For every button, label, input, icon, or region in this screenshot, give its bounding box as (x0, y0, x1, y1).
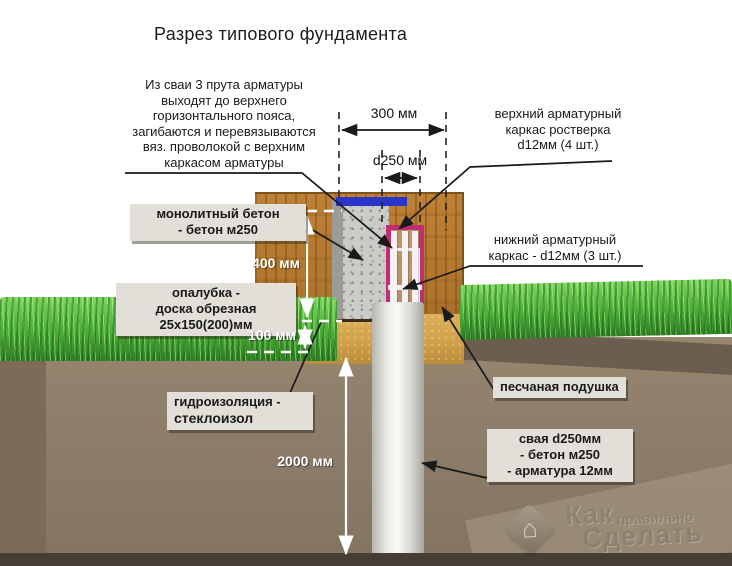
waterproofing-label: гидроизоляция - стеклоизол (167, 392, 313, 430)
concrete-pile (372, 302, 424, 556)
waterproofing-line2: стеклоизол (174, 410, 254, 426)
soil-left-face (0, 352, 46, 566)
dim-100mm: 100 мм (248, 327, 296, 343)
rebar-rod (391, 231, 397, 318)
house-icon: ⌂ (504, 503, 556, 554)
lower-cage-label: нижний арматурный каркас - d12мм (3 шт.) (488, 232, 622, 263)
monolithic-concrete-label: монолитный бетон - бетон м250 (130, 204, 306, 241)
waterproofing-line1: гидроизоляция - (174, 394, 281, 409)
upper-cage-label: верхний арматурный каркас ростверка d12м… (494, 106, 622, 152)
rebar-rod (402, 231, 408, 318)
soil-bottom-band (0, 553, 732, 566)
sand-cushion-label: песчаная подушка (493, 377, 626, 398)
dim-400mm: 400 мм (252, 255, 300, 271)
dimension-arrows-white (297, 214, 354, 556)
projection-dashed-lines (338, 112, 447, 230)
dim-2000mm: 2000 мм (277, 453, 333, 469)
diagram-title: Разрез типового фундамента (154, 24, 408, 44)
dimension-arrows-black (341, 123, 445, 185)
waterproofing-membrane (328, 319, 392, 322)
top-rebar-bar (336, 197, 407, 206)
house-glyph: ⌂ (521, 513, 539, 544)
pile-label: свая d250мм - бетон м250 - арматура 12мм (487, 429, 633, 482)
concrete-shadow-edge (332, 199, 343, 322)
rebar-rod (412, 231, 418, 318)
pile-rebar-note: Из сваи 3 прута арматуры выходят до верх… (132, 77, 316, 170)
callout-lines (125, 160, 643, 479)
dim-d250mm: d250 мм (372, 152, 428, 168)
dim-300mm: 300 мм (370, 105, 418, 121)
formwork-label: опалубка - доска обрезная 25х150(200)мм (116, 283, 296, 336)
